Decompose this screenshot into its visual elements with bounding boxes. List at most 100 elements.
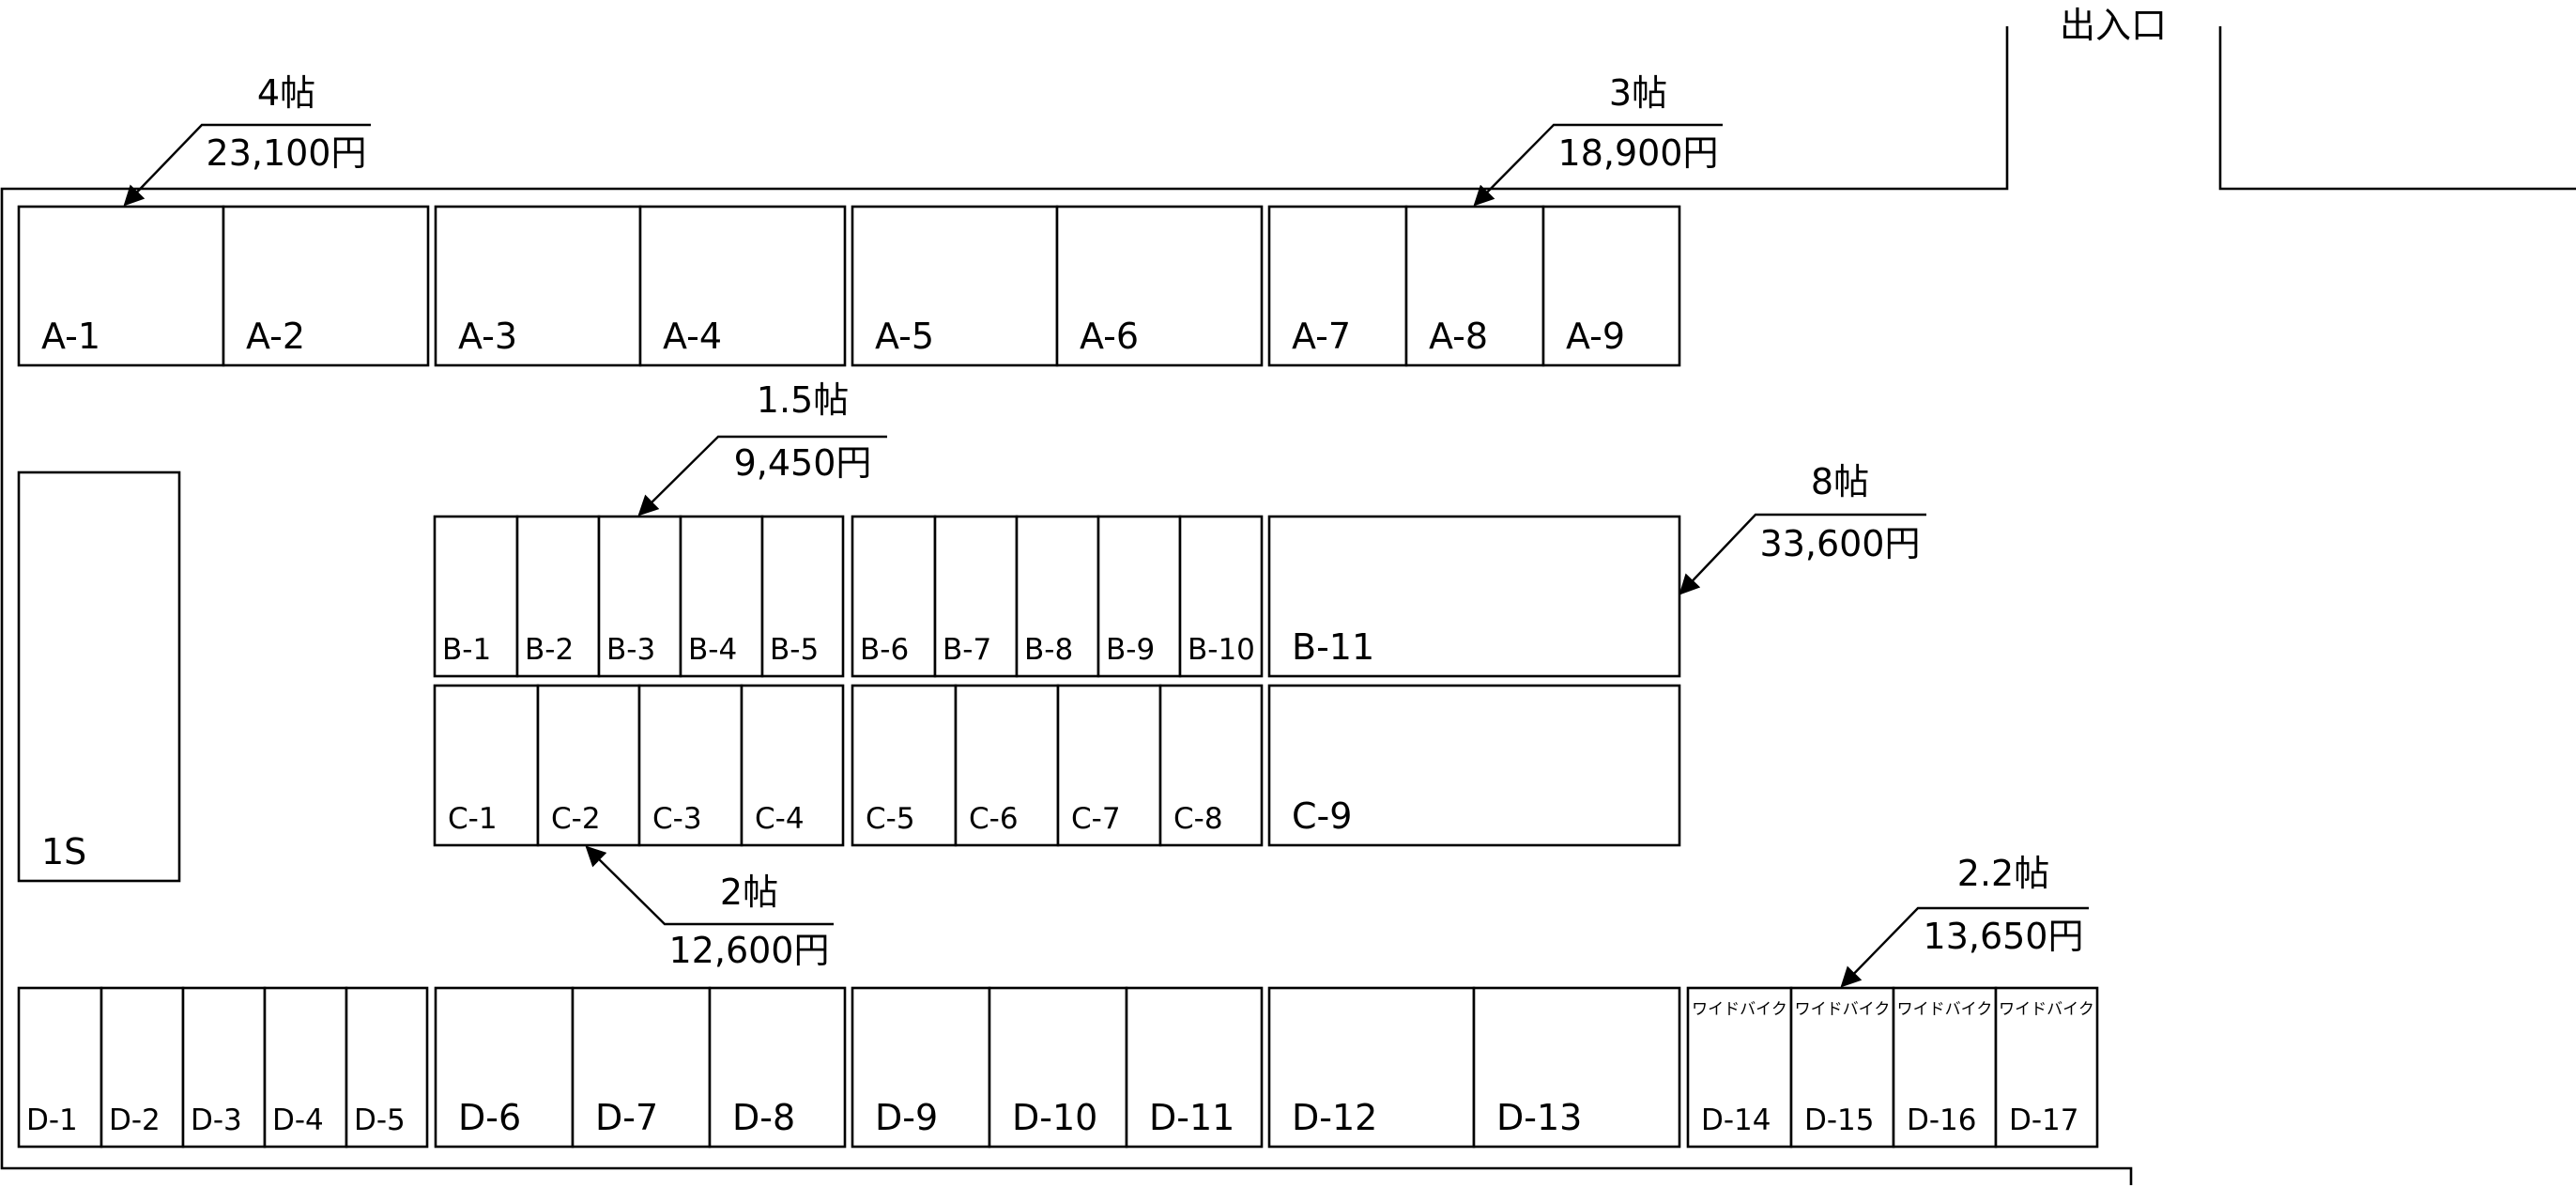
- unit-d-5[interactable]: D-5: [345, 986, 429, 1149]
- unit-d-17-box: [1994, 986, 2099, 1149]
- unit-c-6[interactable]: C-6: [954, 684, 1060, 847]
- unit-d-17-wide-bike-label: ワイドバイク: [1999, 1000, 2094, 1019]
- unit-b-3[interactable]: B-3: [597, 515, 682, 678]
- unit-d-4[interactable]: D-4: [263, 986, 348, 1149]
- unit-d-17[interactable]: D-17 ワイドバイク: [1994, 986, 2099, 1149]
- unit-c-8-label: C-8: [1173, 802, 1223, 836]
- unit-a-1-label: A-1: [41, 316, 100, 357]
- unit-c-5[interactable]: C-5: [851, 684, 958, 847]
- unit-b-6-label: B-6: [860, 633, 909, 667]
- unit-1s-box: [17, 471, 181, 883]
- unit-d-1-label: D-1: [26, 1103, 78, 1137]
- unit-b-8[interactable]: B-8: [1015, 515, 1100, 678]
- unit-a-9-box: [1541, 205, 1681, 367]
- entrance-wall-right: [2218, 26, 2576, 191]
- unit-d-10[interactable]: D-10: [988, 986, 1128, 1149]
- unit-b-1[interactable]: B-1: [433, 515, 519, 678]
- building-outline: [0, 26, 2133, 1185]
- unit-d-1-box: [17, 986, 103, 1149]
- unit-c-7[interactable]: C-7: [1056, 684, 1162, 847]
- unit-d-6[interactable]: D-6: [434, 986, 575, 1149]
- unit-a-8-label: A-8: [1429, 316, 1488, 357]
- unit-b-10-label: B-10: [1188, 633, 1255, 667]
- unit-b-11[interactable]: B-11: [1267, 515, 1681, 678]
- unit-c-9[interactable]: C-9: [1267, 684, 1681, 847]
- unit-d-2[interactable]: D-2: [100, 986, 185, 1149]
- unit-d-2-label: D-2: [109, 1103, 161, 1137]
- unit-c-2[interactable]: C-2: [536, 684, 641, 847]
- unit-a-7-label: A-7: [1292, 316, 1351, 357]
- unit-b-5[interactable]: B-5: [760, 515, 845, 678]
- unit-a-3-box: [434, 205, 642, 367]
- unit-c-8-box: [1158, 684, 1264, 847]
- callout-a-1-arrow: [123, 123, 371, 207]
- unit-d-7[interactable]: D-7: [571, 986, 712, 1149]
- unit-d-11-label: D-11: [1149, 1097, 1234, 1138]
- unit-a-8[interactable]: A-8: [1404, 205, 1545, 367]
- unit-a-9[interactable]: A-9: [1541, 205, 1681, 367]
- unit-a-7[interactable]: A-7: [1267, 205, 1408, 367]
- callout-b-3-size: 1.5帖: [757, 379, 849, 421]
- unit-a-9-label: A-9: [1566, 316, 1625, 357]
- unit-a-4-box: [638, 205, 847, 367]
- unit-d-17-label: D-17: [2009, 1103, 2079, 1137]
- unit-b-10[interactable]: B-10: [1178, 515, 1264, 678]
- unit-c-9-box: [1267, 684, 1681, 847]
- unit-a-2[interactable]: A-2: [222, 205, 430, 367]
- unit-c-4[interactable]: C-4: [740, 684, 845, 847]
- unit-d-15-label: D-15: [1804, 1103, 1875, 1137]
- unit-1s-label: 1S: [41, 831, 86, 872]
- unit-d-8-box: [708, 986, 847, 1149]
- unit-b-2[interactable]: B-2: [515, 515, 601, 678]
- entrance-label: 出入口: [2060, 5, 2167, 46]
- unit-d-12-label: D-12: [1292, 1097, 1377, 1138]
- unit-b-6[interactable]: B-6: [851, 515, 937, 678]
- unit-d-14-label: D-14: [1701, 1103, 1771, 1137]
- unit-d-13[interactable]: D-13: [1472, 986, 1681, 1149]
- unit-d-8[interactable]: D-8: [708, 986, 847, 1149]
- unit-b-9-box: [1096, 515, 1182, 678]
- unit-a-5[interactable]: A-5: [851, 205, 1059, 367]
- unit-c-3[interactable]: C-3: [637, 684, 744, 847]
- callout-d-15-price: 13,650円: [1924, 916, 2084, 957]
- unit-d-11[interactable]: D-11: [1125, 986, 1264, 1149]
- unit-b-7-label: B-7: [943, 633, 991, 667]
- unit-d-13-box: [1472, 986, 1681, 1149]
- unit-a-1[interactable]: A-1: [17, 205, 225, 367]
- unit-d-4-box: [263, 986, 348, 1149]
- unit-d-11-box: [1125, 986, 1264, 1149]
- unit-a-6-label: A-6: [1080, 316, 1139, 357]
- unit-d-2-box: [100, 986, 185, 1149]
- unit-d-1[interactable]: D-1: [17, 986, 103, 1149]
- callout-c-2-price: 12,600円: [669, 930, 830, 971]
- unit-b-7-box: [933, 515, 1019, 678]
- unit-a-3[interactable]: A-3: [434, 205, 642, 367]
- unit-d-5-label: D-5: [354, 1103, 406, 1137]
- unit-c-1-label: C-1: [448, 802, 498, 836]
- callout-d-15-size: 2.2帖: [1957, 853, 2049, 894]
- unit-c-1[interactable]: C-1: [433, 684, 540, 847]
- unit-b-9[interactable]: B-9: [1096, 515, 1182, 678]
- unit-a-4[interactable]: A-4: [638, 205, 847, 367]
- unit-d-12[interactable]: D-12: [1267, 986, 1476, 1149]
- unit-b-11-label: B-11: [1292, 626, 1374, 668]
- unit-b-7[interactable]: B-7: [933, 515, 1019, 678]
- callout-a-8-price: 18,900円: [1558, 132, 1719, 174]
- unit-d-9[interactable]: D-9: [851, 986, 991, 1149]
- unit-a-6[interactable]: A-6: [1055, 205, 1264, 367]
- callout-b-11-price: 33,600円: [1760, 523, 1921, 564]
- unit-c-8[interactable]: C-8: [1158, 684, 1264, 847]
- unit-d-3[interactable]: D-3: [181, 986, 267, 1149]
- unit-d-5-box: [345, 986, 429, 1149]
- unit-b-4[interactable]: B-4: [679, 515, 764, 678]
- unit-1s[interactable]: 1S: [17, 471, 181, 883]
- unit-a-2-box: [222, 205, 430, 367]
- unit-b-1-label: B-1: [442, 633, 491, 667]
